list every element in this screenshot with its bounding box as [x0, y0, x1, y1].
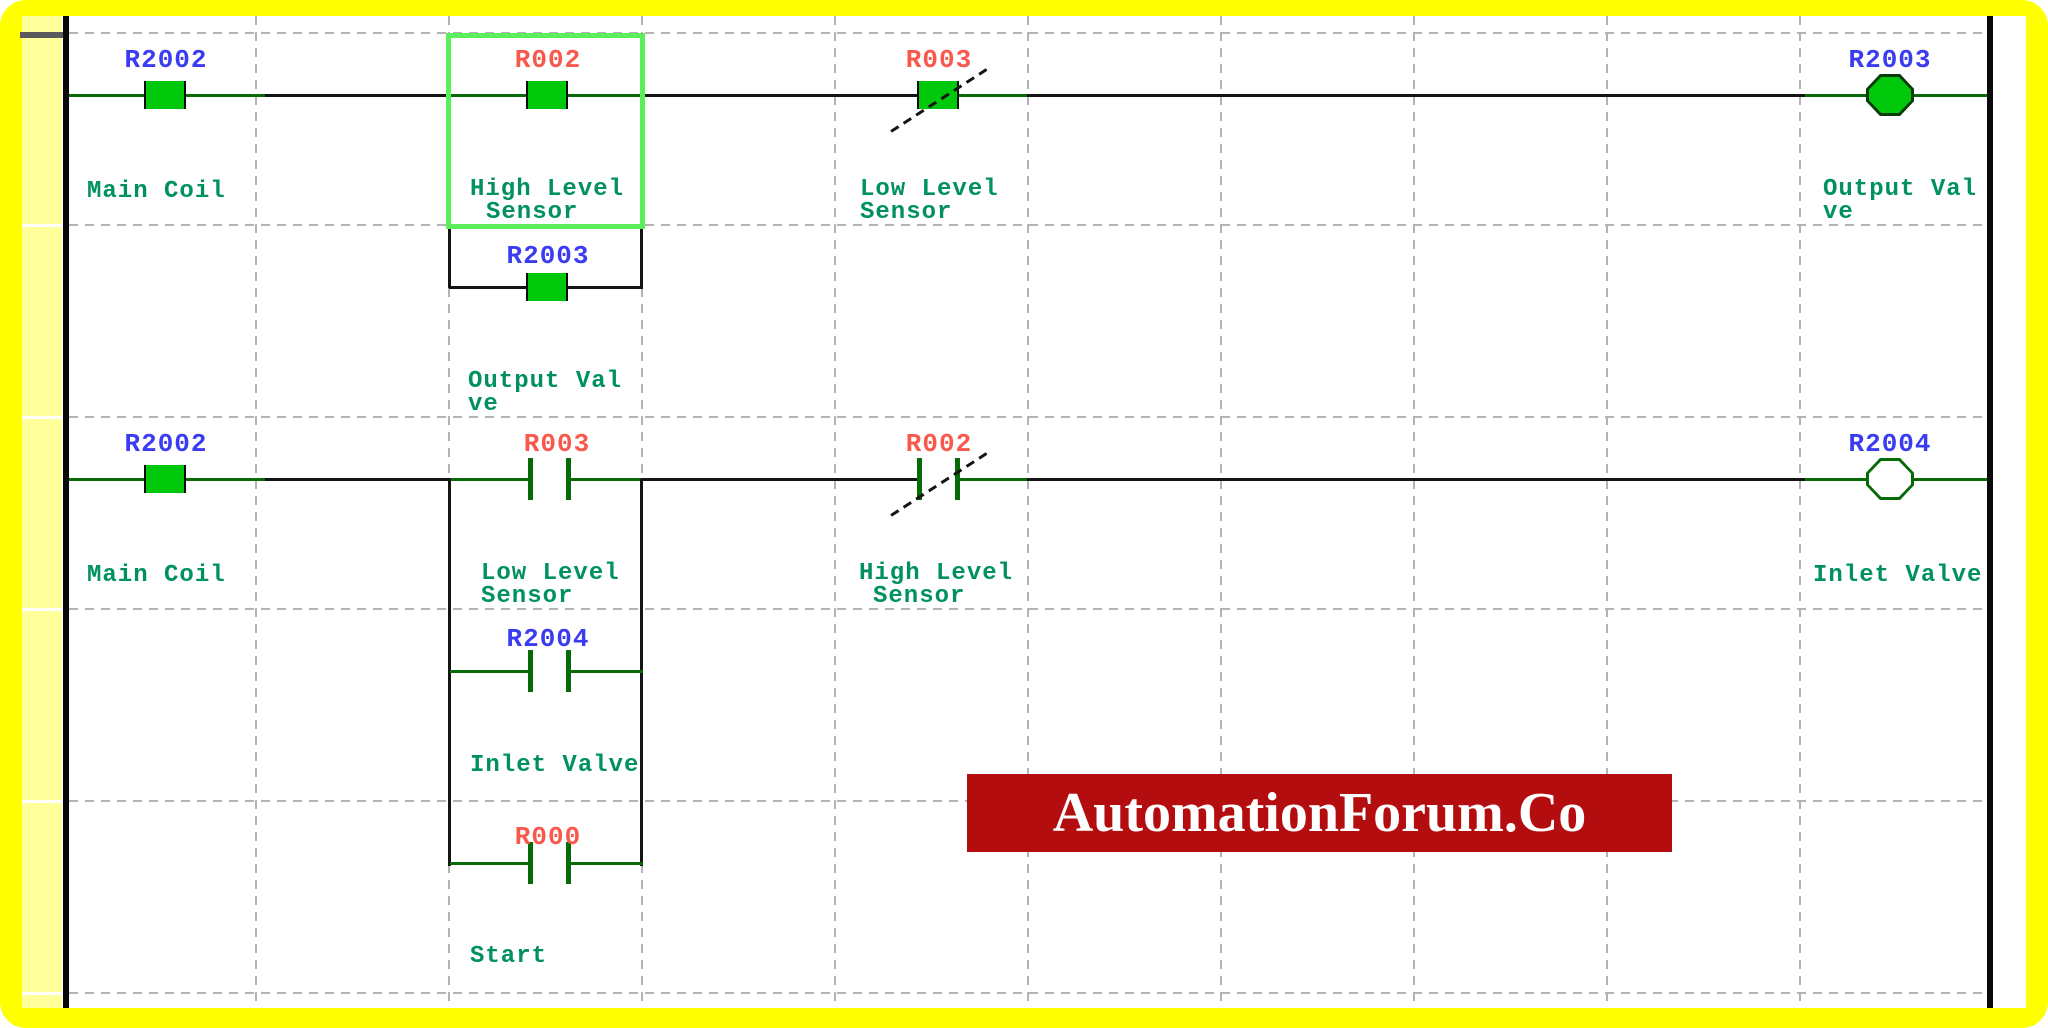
- v-gridline: [1799, 16, 1801, 1008]
- right-power-rail: [1987, 16, 1993, 1008]
- contact-no-r003-bar[interactable]: [566, 458, 571, 500]
- address-label: R2004: [506, 624, 590, 654]
- contact-no-r2004-bar[interactable]: [566, 650, 571, 692]
- comment-text: Output Val: [468, 368, 623, 395]
- margin-separator: [22, 224, 62, 227]
- comment-text: High Level: [470, 176, 625, 203]
- rung1-powerflow-segment: [959, 94, 1027, 97]
- margin-separator: [22, 800, 62, 803]
- rung1-wire: [69, 94, 1987, 97]
- comment-text: Start: [470, 943, 548, 970]
- address-label: R2003: [1848, 45, 1932, 75]
- contact-no-r003-bar[interactable]: [528, 458, 533, 500]
- rung2-powerflow-segment: [450, 478, 533, 481]
- margin-separator: [22, 416, 62, 419]
- comment-text: Main Coil: [87, 178, 226, 205]
- v-gridline: [834, 16, 836, 1008]
- rung2-wire: [69, 478, 533, 481]
- left-power-rail: [63, 16, 69, 1008]
- comment-text: Sensor: [486, 199, 579, 226]
- watermark-banner: AutomationForum.Co: [967, 774, 1672, 852]
- contact-no-r2004-bar[interactable]: [528, 650, 533, 692]
- address-label: R2003: [506, 241, 590, 271]
- rung2-branch-wire: [450, 670, 528, 673]
- rung2-wire: [571, 478, 922, 481]
- address-label: R000: [514, 822, 582, 852]
- rung2-wire: [960, 478, 1987, 481]
- rung-marker: [20, 32, 66, 38]
- contact-no-r2002[interactable]: [144, 465, 186, 493]
- v-gridline: [1413, 16, 1415, 1008]
- v-gridline: [1220, 16, 1222, 1008]
- coil-r2003-fill: [1869, 77, 1911, 113]
- comment-text: ve: [1823, 199, 1854, 226]
- comment-text: Low Level: [481, 560, 620, 587]
- address-label: R003: [523, 429, 591, 459]
- contact-no-r000-bar[interactable]: [566, 842, 571, 884]
- comment-text: Sensor: [860, 199, 953, 226]
- rung2-powerflow-segment: [571, 478, 641, 481]
- address-label: R003: [905, 45, 973, 75]
- comment-text: Main Coil: [87, 562, 226, 589]
- coil-r2003[interactable]: [1866, 74, 1914, 116]
- margin-separator: [22, 992, 62, 995]
- comment-text: Inlet Valve: [1813, 562, 1983, 589]
- contact-no-r2002[interactable]: [144, 81, 186, 109]
- address-label: R002: [514, 45, 582, 75]
- ladder-canvas: [22, 16, 2026, 1008]
- comment-text: Low Level: [860, 176, 999, 203]
- comment-text: High Level: [859, 560, 1014, 587]
- comment-text: Inlet Valve: [470, 752, 640, 779]
- contact-nc-r002-bar[interactable]: [917, 458, 922, 500]
- rung2-powerflow-segment: [960, 478, 1027, 481]
- branch-vertical: [448, 479, 451, 866]
- left-margin-column: [22, 16, 62, 1008]
- comment-text: Sensor: [873, 583, 966, 610]
- address-label: R002: [905, 429, 973, 459]
- watermark-text: AutomationForum.Co: [1052, 782, 1587, 844]
- rung2-branch-wire: [566, 670, 643, 673]
- v-gridline: [1606, 16, 1608, 1008]
- contact-no-r000-bar[interactable]: [528, 842, 533, 884]
- comment-text: Sensor: [481, 583, 574, 610]
- rung2-branch-wire: [566, 862, 643, 865]
- margin-separator: [22, 608, 62, 611]
- coil-r2004-fill: [1869, 461, 1911, 497]
- address-label: R2002: [124, 45, 208, 75]
- contact-no-r002[interactable]: [526, 81, 568, 109]
- v-gridline: [255, 16, 257, 1008]
- contact-no-r2003-branch[interactable]: [526, 273, 568, 301]
- rung2-branch-wire: [450, 862, 528, 865]
- address-label: R2004: [1848, 429, 1932, 459]
- coil-r2004[interactable]: [1866, 458, 1914, 500]
- v-gridline: [1027, 16, 1029, 1008]
- address-label: R2002: [124, 429, 208, 459]
- contact-nc-r003[interactable]: [917, 81, 959, 109]
- comment-text: Output Val: [1823, 176, 1978, 203]
- contact-nc-r002-bar[interactable]: [955, 458, 960, 500]
- selection-box: [446, 33, 645, 229]
- comment-text: ve: [468, 391, 499, 418]
